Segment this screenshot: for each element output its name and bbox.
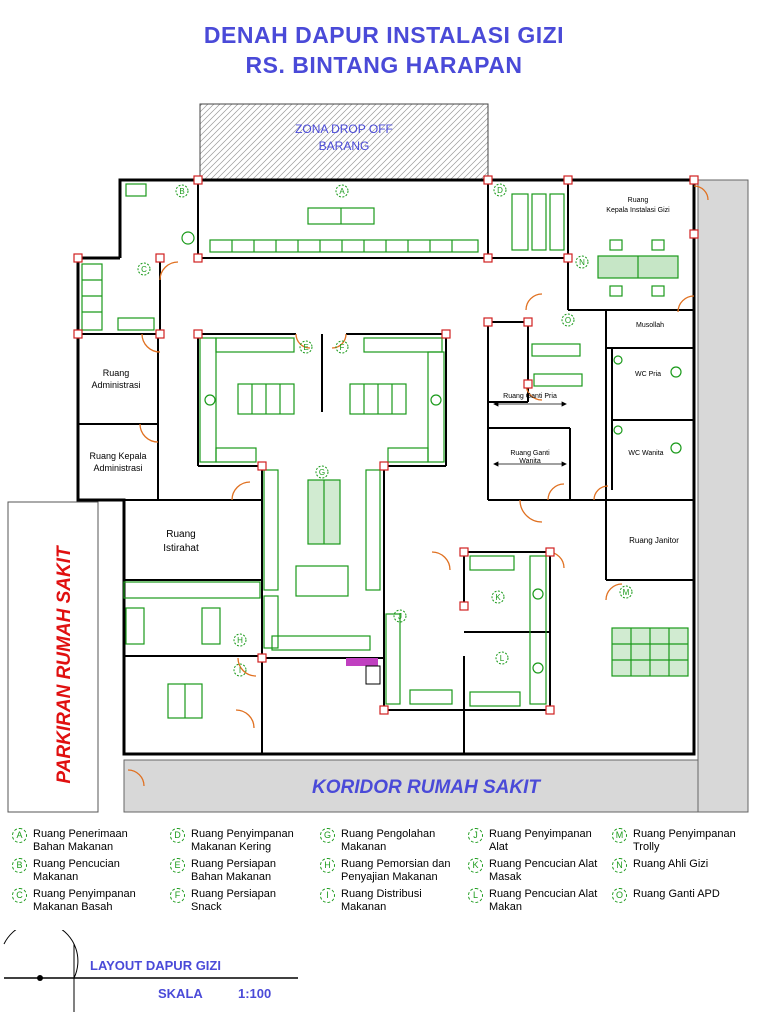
scale-label: SKALA [158,986,203,1001]
parkiran-area [7,501,99,813]
scale-value: 1:100 [238,986,272,1001]
zone-markers: A B C D E F G H I J K L M N O [137,183,633,677]
marker-i: I [233,663,247,677]
marker-m: M [619,585,633,599]
svg-text:E: E [303,343,308,352]
marker-n: N [575,255,589,269]
koridor-side [697,179,749,813]
label-wc-wanita: WC Wanita [628,450,663,457]
marker-o: O [561,313,575,327]
floor-plan: ZONA DROP OFF BARANG PARKIRAN RUMAH SAKI… [7,103,749,813]
svg-text:F: F [340,343,345,352]
title-block-dot [37,975,43,981]
svg-text:G: G [319,468,325,477]
label-janitor: Ruang Janitor [629,536,679,545]
marker-d: D [493,183,507,197]
marker-c: C [137,262,151,276]
marker-j: J [393,609,407,623]
marker-a: A [335,184,349,198]
structural-columns [73,175,699,715]
room-labels: Ruang Kepala Instalasi Gizi Musollah WC … [503,197,679,545]
label-administrasi-1: Ruang [103,368,130,378]
kitchen-equipment [81,183,689,719]
label-kepala-instalasi-1: Ruang [628,197,649,204]
label-ganti-wanita-2: Wanita [519,458,541,465]
svg-text:K: K [495,593,501,602]
marker-e: E [299,340,313,354]
title-block [3,930,298,1012]
label-kepala-instalasi-2: Kepala Instalasi Gizi [606,207,670,214]
label-istirahat-1: Ruang [166,529,195,540]
door-swings [127,185,709,787]
plan-title-line2: RS. BINTANG HARAPAN [245,52,523,78]
svg-text:I: I [239,666,241,675]
drop-off-label-1: ZONA DROP OFF [295,122,393,136]
cart-icon [346,658,378,666]
marker-l: L [495,651,509,665]
label-musollah: Musollah [636,322,664,329]
marker-b: B [175,184,189,198]
svg-text:D: D [497,186,503,195]
dimension-arrows [493,401,567,467]
svg-text:N: N [579,258,585,267]
sink-icon [365,665,381,685]
svg-text:M: M [623,588,630,597]
koridor-label: KORIDOR RUMAH SAKIT [312,777,541,798]
svg-text:J: J [398,612,402,621]
marker-h: H [233,633,247,647]
label-ganti-wanita-1: Ruang Ganti [510,450,550,457]
svg-text:B: B [179,187,184,196]
parkiran-label: PARKIRAN RUMAH SAKIT [54,545,75,784]
label-kepala-admin-2: Administrasi [93,463,142,473]
label-wc-pria: WC Pria [635,371,661,378]
svg-text:L: L [500,654,505,663]
drop-off-label-2: BARANG [319,139,370,153]
layout-title: LAYOUT DAPUR GIZI [90,958,221,973]
title-block-arc [3,930,79,979]
marker-g: G [315,465,329,479]
room-labels-large: Ruang Administrasi Ruang Kepala Administ… [89,368,199,554]
label-kepala-admin-1: Ruang Kepala [89,451,146,461]
plan-title-line1: DENAH DAPUR INSTALASI GIZI [203,22,565,48]
svg-text:O: O [565,316,571,325]
interior-walls [78,180,694,754]
label-administrasi-2: Administrasi [91,380,140,390]
outer-walls [76,178,696,756]
svg-text:H: H [237,636,243,645]
label-ganti-pria: Ruang Ganti Pria [503,393,557,400]
svg-text:C: C [141,265,147,274]
marker-k: K [491,590,505,604]
label-istirahat-2: Istirahat [163,543,199,554]
svg-text:A: A [339,187,345,196]
marker-f: F [335,340,349,354]
